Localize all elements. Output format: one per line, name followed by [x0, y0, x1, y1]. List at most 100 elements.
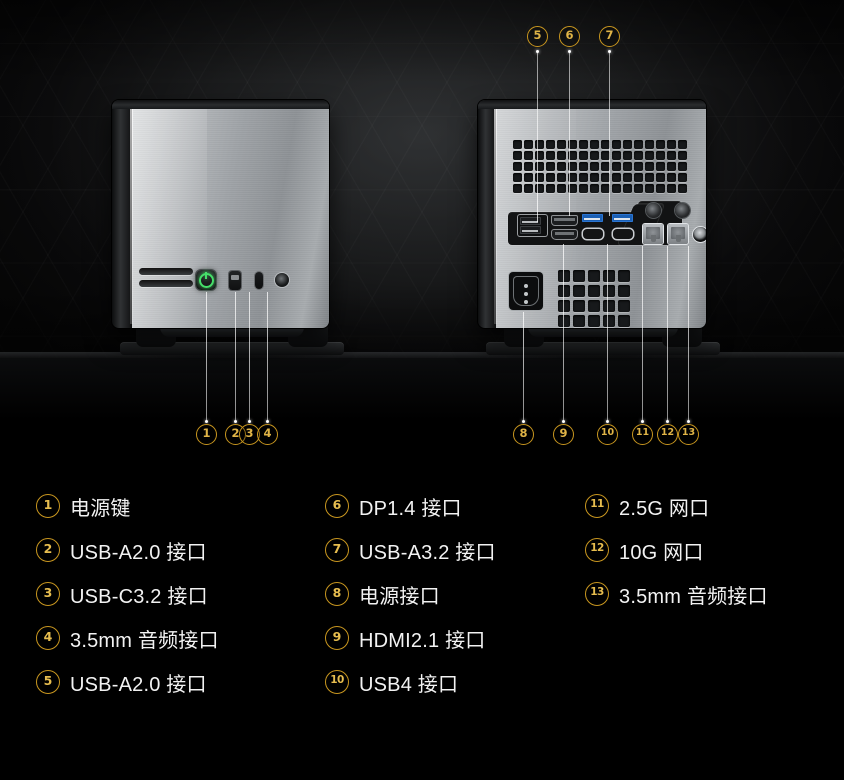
leader-line-3 — [249, 292, 250, 422]
power-button[interactable] — [196, 270, 216, 290]
callout-7: 7 — [599, 26, 620, 47]
desk-surface-line — [0, 352, 844, 362]
callout-10: 10 — [597, 424, 618, 445]
leader-line-10 — [607, 244, 608, 422]
usb-a-2-0-front-port[interactable] — [229, 271, 241, 290]
leader-dot-3 — [248, 420, 251, 423]
usb-a-2-0-rear-port[interactable] — [520, 217, 541, 225]
leader-dot-13 — [687, 420, 690, 423]
callout-12: 12 — [657, 424, 678, 445]
legend-badge-5: 5 — [36, 670, 60, 694]
legend-item-2: 2 USB-A2.0 接口 — [36, 528, 219, 572]
port-legend: 1 电源键 2 USB-A2.0 接口 3 USB-C3.2 接口 4 3.5m… — [0, 462, 844, 780]
usb-a-3-2-rear-port[interactable] — [612, 214, 633, 222]
legend-badge-13: 13 — [585, 582, 609, 606]
front-panel-face — [132, 109, 329, 328]
usb-a-2-0-rear-stack[interactable] — [518, 215, 547, 236]
leader-line-9 — [563, 244, 564, 422]
rear-bottom-riser — [528, 326, 678, 337]
legend-badge-7: 7 — [325, 538, 349, 562]
power-inlet-pin — [524, 292, 528, 296]
leader-line-12 — [667, 246, 668, 422]
antenna-mount-left — [646, 203, 661, 218]
legend-badge-10: 10 — [325, 670, 349, 694]
leader-dot-9 — [562, 420, 565, 423]
leader-dot-7 — [608, 50, 611, 53]
leader-line-2 — [235, 292, 236, 422]
legend-label-4: 3.5mm 音频接口 — [70, 629, 219, 652]
usb-a-2-0-rear-port[interactable] — [520, 226, 541, 234]
legend-item-7: 7 USB-A3.2 接口 — [325, 528, 496, 572]
leader-dot-1 — [205, 420, 208, 423]
leader-line-8 — [523, 312, 524, 422]
legend-badge-6: 6 — [325, 494, 349, 518]
displayport-1-4-port[interactable] — [552, 216, 577, 225]
hdmi-2-1-port[interactable] — [552, 230, 577, 239]
usb4-type-c-port[interactable] — [613, 229, 633, 239]
legend-column-2: 6 DP1.4 接口 7 USB-A3.2 接口 8 电源接口 9 HDMI2.… — [325, 484, 496, 704]
usb-a-3-2-rear-port[interactable] — [582, 214, 603, 222]
callout-9: 9 — [553, 424, 574, 445]
rear-edge-highlight — [494, 108, 497, 324]
desk-fade-to-black — [0, 358, 844, 462]
leader-line-1 — [206, 292, 207, 422]
rear-case-body — [478, 100, 706, 328]
leader-line-4 — [267, 292, 268, 422]
ethernet-2-5g-port[interactable] — [643, 224, 663, 244]
legend-label-7: USB-A3.2 接口 — [359, 541, 496, 564]
front-view-chassis — [98, 100, 366, 362]
callout-5: 5 — [527, 26, 548, 47]
legend-item-8: 8 电源接口 — [325, 572, 496, 616]
usb-a-3-2-group-left[interactable] — [582, 214, 607, 225]
usb4-type-c-port[interactable] — [583, 229, 603, 239]
legend-column-1: 1 电源键 2 USB-A2.0 接口 3 USB-C3.2 接口 4 3.5m… — [36, 484, 219, 704]
leader-dot-8 — [522, 420, 525, 423]
legend-item-13: 13 3.5mm 音频接口 — [585, 572, 768, 616]
legend-item-9: 9 HDMI2.1 接口 — [325, 616, 496, 660]
leader-dot-5 — [536, 50, 539, 53]
front-panel-sheen — [132, 109, 207, 328]
legend-badge-9: 9 — [325, 626, 349, 650]
front-vent-slots — [139, 268, 193, 292]
legend-badge-1: 1 — [36, 494, 60, 518]
power-inlet-pin — [524, 284, 528, 288]
usb-c-3-2-front-port[interactable] — [255, 272, 263, 289]
leader-dot-2 — [234, 420, 237, 423]
legend-badge-4: 4 — [36, 626, 60, 650]
usb-a-3-2-group-right[interactable] — [612, 214, 637, 225]
legend-label-8: 电源接口 — [359, 585, 440, 608]
ethernet-10g-port[interactable] — [668, 224, 688, 244]
power-inlet-pin — [524, 300, 528, 304]
legend-label-1: 电源键 — [70, 497, 131, 520]
front-left-bezel — [112, 100, 132, 328]
legend-column-3: 11 2.5G 网口 12 10G 网口 13 3.5mm 音频接口 — [585, 484, 768, 616]
legend-item-6: 6 DP1.4 接口 — [325, 484, 496, 528]
front-top-cap — [112, 100, 329, 109]
legend-label-13: 3.5mm 音频接口 — [619, 585, 768, 608]
rear-stand-foot — [486, 342, 720, 355]
audio-jack-rear-port[interactable] — [693, 227, 706, 242]
antenna-mount-right — [675, 203, 690, 218]
leader-line-13 — [688, 246, 689, 422]
rear-top-cap — [478, 100, 706, 109]
front-stand-foot — [120, 342, 344, 355]
rear-exhaust-vent-grid — [513, 140, 687, 193]
power-inlet-c14[interactable] — [509, 272, 543, 310]
legend-item-10: 10 USB4 接口 — [325, 660, 496, 704]
legend-label-12: 10G 网口 — [619, 541, 704, 564]
legend-label-9: HDMI2.1 接口 — [359, 629, 486, 652]
legend-item-5: 5 USB-A2.0 接口 — [36, 660, 219, 704]
callout-4: 4 — [257, 424, 278, 445]
legend-label-2: USB-A2.0 接口 — [70, 541, 207, 564]
audio-jack-front-port[interactable] — [275, 273, 289, 287]
leader-line-7 — [609, 52, 610, 216]
front-case-body — [112, 100, 329, 328]
legend-item-11: 11 2.5G 网口 — [585, 484, 768, 528]
leader-dot-4 — [266, 420, 269, 423]
leader-dot-11 — [641, 420, 644, 423]
legend-item-12: 12 10G 网口 — [585, 528, 768, 572]
front-edge-highlight — [130, 108, 133, 324]
product-photo-stage: 1 2 3 4 5 6 7 8 9 10 11 12 13 — [0, 0, 844, 462]
leader-dot-12 — [666, 420, 669, 423]
callout-11: 11 — [632, 424, 653, 445]
